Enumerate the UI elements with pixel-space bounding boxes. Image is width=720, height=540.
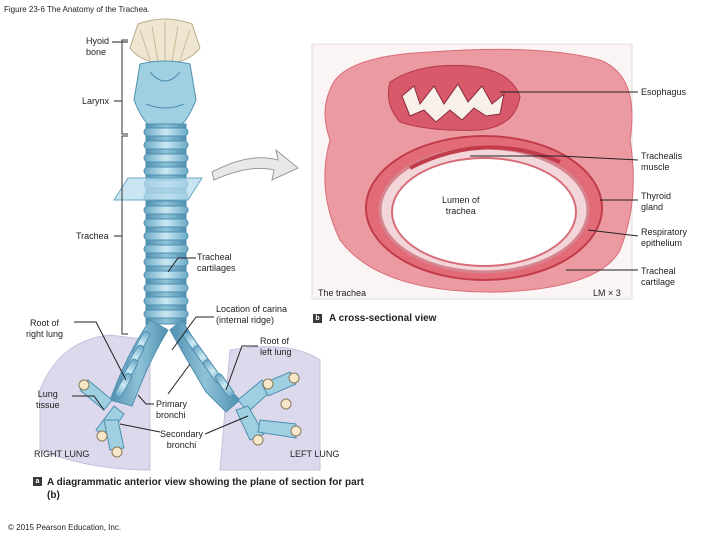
tracheal-rings bbox=[143, 127, 189, 319]
secondary-bronchi-label: Secondary bronchi bbox=[160, 429, 204, 450]
lung-tissue-label: Lung tissue bbox=[36, 389, 60, 410]
caption-a-badge: a bbox=[33, 477, 42, 486]
right-lung-label: RIGHT LUNG bbox=[34, 449, 90, 459]
primary-bronchi-label: Primary bronchi bbox=[156, 399, 187, 420]
bronchiole-openings bbox=[78, 372, 302, 458]
esophagus-label: Esophagus bbox=[641, 87, 687, 97]
trachea-label: Trachea bbox=[76, 231, 109, 241]
hyoid-bone-label: Hyoid bone bbox=[86, 36, 110, 57]
tracheal-cartilage-label: Tracheal cartilage bbox=[641, 266, 676, 287]
caption-a-text: A diagrammatic anterior view showing the… bbox=[47, 477, 364, 501]
caption-b-text: A cross-sectional view bbox=[329, 313, 437, 324]
location-carina-label: Location of carina (internal ridge) bbox=[216, 304, 288, 325]
larynx-label: Larynx bbox=[82, 96, 110, 106]
epithelium-ring bbox=[391, 157, 577, 267]
plane-of-section bbox=[113, 177, 203, 201]
thyroid-gland-label: Thyroid gland bbox=[641, 191, 672, 212]
left-lung-label: LEFT LUNG bbox=[290, 449, 340, 459]
section-arrow bbox=[211, 148, 299, 181]
root-right-lung-label: Root of right lung bbox=[26, 318, 64, 339]
magnification-label: LM × 3 bbox=[593, 288, 621, 298]
the-trachea-label: The trachea bbox=[318, 288, 367, 298]
trachea-bracket bbox=[121, 135, 128, 335]
caption-b-badge: b bbox=[313, 314, 322, 323]
larynx-bracket bbox=[121, 39, 128, 135]
esophagus-lumen bbox=[401, 83, 505, 123]
secondary-bronchi bbox=[79, 371, 297, 451]
root-left-lung-label: Root of left lung bbox=[260, 336, 292, 357]
trachealis-muscle-label: Trachealis muscle bbox=[641, 151, 683, 172]
larynx-shape bbox=[133, 60, 197, 127]
lumen-of-trachea-label: Lumen of trachea bbox=[442, 195, 480, 216]
copyright: © 2015 Pearson Education, Inc. bbox=[8, 523, 122, 532]
figure-title: Figure 23-6 The Anatomy of the Trachea. bbox=[4, 5, 150, 14]
respiratory-epithelium-label: Respiratory epithelium bbox=[641, 227, 688, 248]
bronchial-rings bbox=[114, 330, 235, 398]
tracheal-cartilages-label: Tracheal cartilages bbox=[197, 252, 236, 273]
